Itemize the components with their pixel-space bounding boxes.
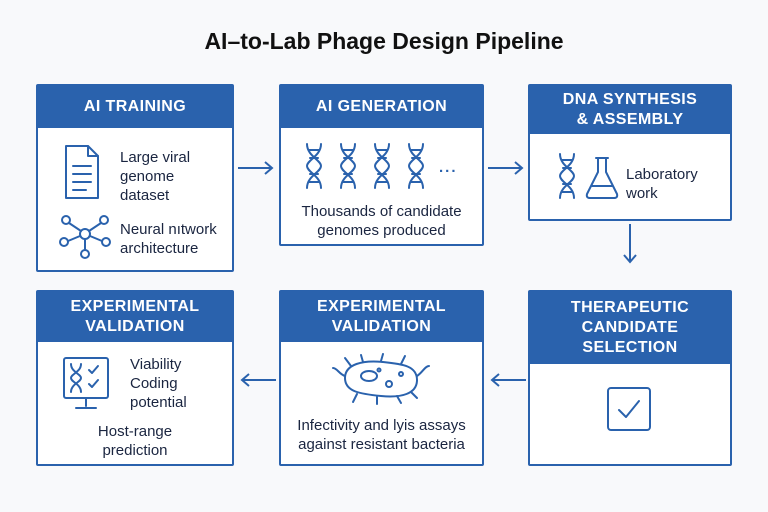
neural-network-icon	[59, 215, 111, 259]
arrow-synthesis-to-therapeutic	[623, 224, 637, 264]
box-dna-synthesis: DNA SYNTHESIS & ASSEMBLY Laboratory work	[528, 84, 732, 221]
checkbox-icon	[607, 387, 651, 431]
box-ai-training: AI TRAINING Large viral genome dataset N…	[36, 84, 234, 272]
dataset-label: Large viral genome dataset	[120, 149, 191, 204]
host-range-label: Host-range prediction	[97, 423, 173, 459]
document-icon	[65, 145, 99, 199]
box-heading: THERAPEUTIC CANDIDATE SELECTION	[530, 292, 730, 364]
monitor-checklist-icon	[63, 357, 109, 409]
box-heading: AI GENERATION	[281, 86, 482, 128]
box-heading: EXPERIMENTAL VALIDATION	[38, 292, 232, 342]
box-heading: DNA SYNTHESIS & ASSEMBLY	[530, 86, 730, 134]
ellipsis: ...	[439, 159, 458, 176]
dna-icon	[374, 143, 390, 189]
validation-list: Viability Coding potential	[130, 356, 187, 411]
arrow-validation-to-validation	[240, 373, 276, 387]
box-ai-generation: AI GENERATION ... Thousands of	[279, 84, 484, 246]
arrow-therapeutic-to-validation	[490, 373, 526, 387]
arrow-generation-to-synthesis	[488, 161, 524, 175]
bacterium-icon	[332, 353, 430, 405]
box-heading: AI TRAINING	[38, 86, 232, 128]
dna-icon	[559, 153, 575, 199]
box-experimental-validation-left: EXPERIMENTAL VALIDATION Viability Coding…	[36, 290, 234, 466]
generation-caption: Thousands of candidate genomes produced	[301, 203, 462, 239]
flask-icon	[585, 157, 619, 199]
dna-icon	[408, 143, 424, 189]
arrow-training-to-generation	[238, 161, 274, 175]
dna-icon-row	[306, 143, 424, 189]
synthesis-caption: Laboratory work	[626, 166, 698, 202]
assay-caption: Infectivity and lyis assays against resi…	[297, 417, 466, 453]
box-heading: EXPERIMENTAL VALIDATION	[281, 292, 482, 342]
page-title: AI–to-Lab Phage Design Pipeline	[204, 28, 564, 54]
dna-icon	[340, 143, 356, 189]
architecture-label: Neural nıtwork architecture	[120, 221, 217, 257]
box-experimental-validation-mid: EXPERIMENTAL VALIDATION Infectivity and …	[279, 290, 484, 466]
dna-icon	[306, 143, 322, 189]
box-therapeutic-selection: THERAPEUTIC CANDIDATE SELECTION	[528, 290, 732, 466]
